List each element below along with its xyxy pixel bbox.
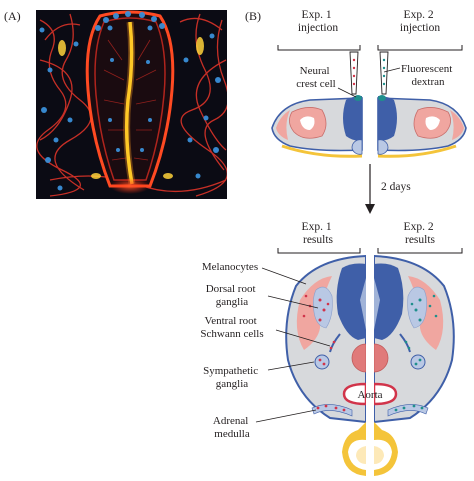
exp1-injection-bracket — [277, 45, 361, 51]
sympathetic-ganglia-label: Sympathetic ganglia — [203, 365, 261, 390]
neural-crest-cell-label: Neural crest cell — [296, 65, 335, 90]
dorsal-root-ganglia-leader — [267, 295, 319, 309]
fluorescent-dextran-leader — [383, 67, 401, 73]
exp1-results-bracket — [277, 248, 361, 254]
melanocytes-leader — [261, 267, 307, 285]
sympathetic-ganglia-leader — [267, 361, 315, 371]
exp2-injection-label: Exp. 2 injection — [400, 9, 440, 34]
micropipette-exp2 — [379, 51, 389, 95]
time-arrow-head — [365, 204, 375, 214]
late-embryo-cross-section — [285, 250, 455, 480]
fluorescent-dextran-label: Fluorescent dextran — [401, 63, 455, 88]
melanocytes-label: Melanocytes — [202, 261, 258, 273]
aorta-label: Aorta — [357, 389, 382, 401]
panel-a-label: (A) — [4, 9, 21, 23]
exp2-results-bracket — [377, 248, 463, 254]
ventral-root-schwann-leader — [275, 329, 331, 347]
exp1-results-label: Exp. 1 results — [302, 221, 335, 246]
adrenal-medulla-leader — [255, 409, 317, 423]
exp1-injection-label: Exp. 1 injection — [298, 9, 338, 34]
early-embryo-cross-section — [271, 95, 467, 158]
exp2-injection-bracket — [377, 45, 463, 51]
time-label: 2 days — [381, 181, 411, 193]
ventral-root-schwann-label: Ventral root Schwann cells — [200, 315, 263, 340]
neural-crest-leader — [337, 87, 357, 98]
micrograph-image — [36, 10, 227, 199]
exp2-results-label: Exp. 2 results — [404, 221, 437, 246]
adrenal-medulla-label: Adrenal medulla — [213, 415, 251, 440]
micropipette-exp1 — [349, 51, 359, 95]
panel-b-label: (B) — [245, 9, 261, 23]
dorsal-root-ganglia-label: Dorsal root ganglia — [206, 283, 259, 308]
